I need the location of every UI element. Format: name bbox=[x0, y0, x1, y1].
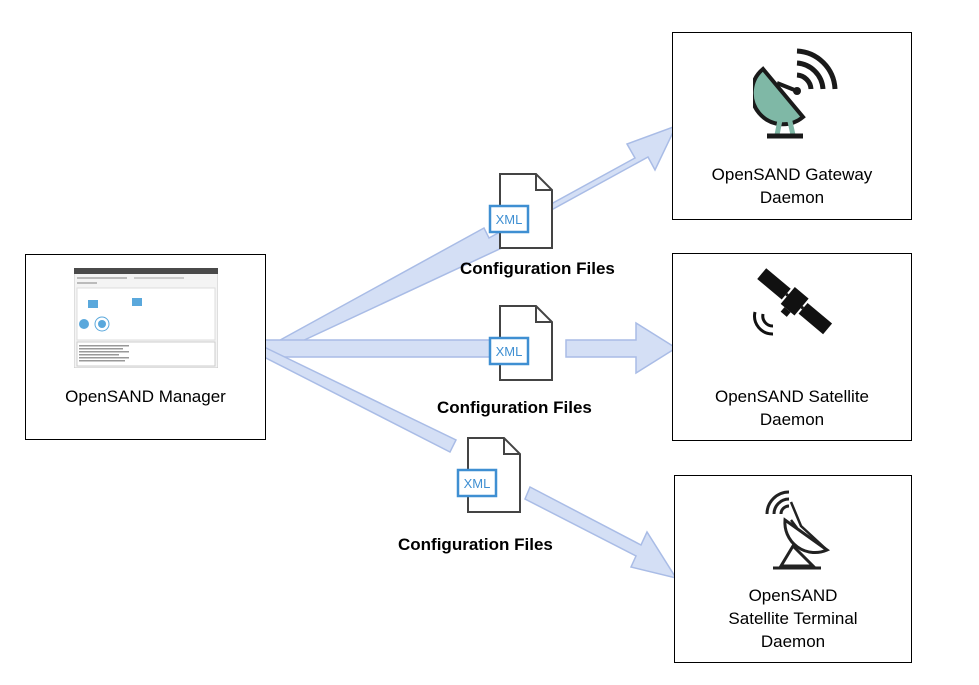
gateway-box: OpenSAND Gateway Daemon bbox=[672, 32, 912, 220]
satellite-label-line-1: OpenSAND Satellite bbox=[714, 387, 870, 406]
terminal-box: OpenSAND Satellite Terminal Daemon bbox=[674, 475, 912, 663]
config-files-label-2: Configuration Files bbox=[437, 398, 592, 417]
terminal-label-line-1: OpenSAND bbox=[748, 586, 838, 605]
terminal-label-line-2: Satellite Terminal bbox=[728, 609, 858, 628]
gateway-label-line-1: OpenSAND Gateway bbox=[711, 165, 873, 184]
satellite-label-line-2: Daemon bbox=[759, 410, 825, 429]
terminal-label: OpenSAND Satellite Terminal Daemon bbox=[675, 584, 911, 653]
manager-box: OpenSAND Manager bbox=[25, 254, 266, 440]
xml-file-icon-2: XML bbox=[488, 305, 553, 381]
xml-file-text-3: XML bbox=[464, 476, 491, 491]
satellite-dish-icon bbox=[753, 48, 838, 139]
terminal-label-line-3: Daemon bbox=[760, 632, 826, 651]
manager-label: OpenSAND Manager bbox=[65, 387, 226, 406]
gateway-label: OpenSAND Gateway Daemon bbox=[673, 163, 911, 209]
xml-file-icon-3: XML bbox=[456, 437, 521, 513]
satellite-label: OpenSAND Satellite Daemon bbox=[673, 385, 911, 431]
config-files-label-3: Configuration Files bbox=[398, 535, 553, 554]
terminal-antenna-icon bbox=[765, 490, 831, 570]
satellite-icon bbox=[753, 268, 833, 336]
config-files-label-1: Configuration Files bbox=[460, 259, 615, 278]
xml-file-icon-1: XML bbox=[488, 173, 553, 249]
xml-file-text-2: XML bbox=[496, 344, 523, 359]
manager-screenshot-icon bbox=[74, 268, 218, 368]
xml-file-text-1: XML bbox=[496, 212, 523, 227]
arrow-to-gateway bbox=[260, 124, 678, 357]
gateway-label-line-2: Daemon bbox=[759, 188, 825, 207]
satellite-box: OpenSAND Satellite Daemon bbox=[672, 253, 912, 441]
